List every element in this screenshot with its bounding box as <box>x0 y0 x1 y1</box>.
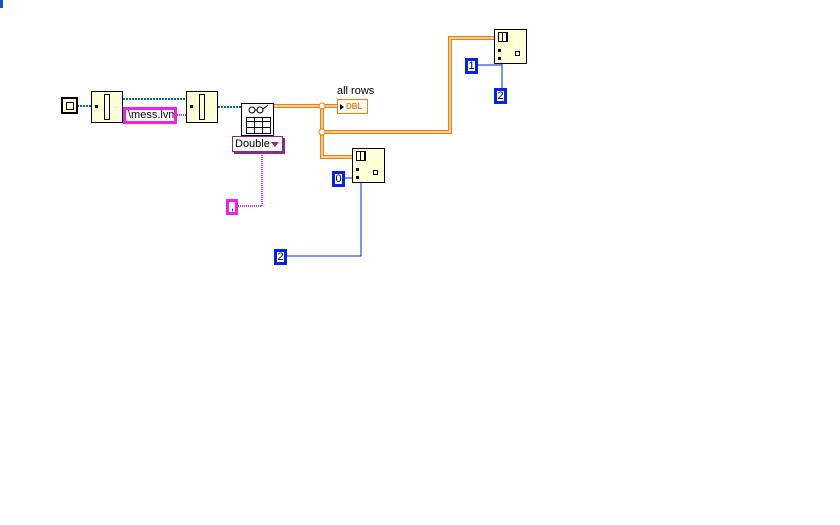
index-terminal-icon <box>498 49 501 52</box>
output-terminal-icon <box>515 51 520 56</box>
file-icon <box>66 102 74 110</box>
indicator-type: DBL <box>346 102 363 111</box>
indicator-label: all rows <box>337 85 375 97</box>
array-icon <box>498 32 508 42</box>
wire-junction <box>318 128 326 136</box>
output-terminal-icon <box>373 170 378 175</box>
column-index-constant-top[interactable]: 2 <box>494 88 507 104</box>
column-index-constant[interactable]: 2 <box>274 249 287 265</box>
path-constant[interactable] <box>61 97 78 114</box>
read-spreadsheet-node[interactable] <box>241 103 274 136</box>
dropdown-arrow-icon <box>271 142 279 147</box>
window-corner-marker <box>0 0 3 8</box>
array-wire <box>274 36 494 159</box>
build-path-node[interactable] <box>91 91 123 123</box>
index-array-node-bottom[interactable] <box>352 148 385 183</box>
row-index-constant-top[interactable]: 1 <box>465 58 478 74</box>
build-path-icon <box>95 105 98 108</box>
index-terminal-icon <box>498 57 501 60</box>
build-path-icon <box>190 105 193 108</box>
row-index-constant[interactable]: 0 <box>332 171 345 187</box>
type-selector[interactable]: Double <box>232 136 283 152</box>
index-terminal-icon <box>356 176 359 179</box>
table-icon <box>246 117 271 134</box>
type-selector-value: Double <box>235 138 270 150</box>
index-array-node-top[interactable] <box>494 29 527 64</box>
index-terminal-icon <box>356 168 359 171</box>
build-path-node-2[interactable] <box>186 91 218 123</box>
numeric-wire <box>286 63 503 257</box>
string-wire <box>237 153 263 207</box>
array-icon <box>356 151 366 161</box>
file-name-constant[interactable]: \mess.lvm <box>123 107 177 124</box>
indicator-arrow-icon <box>340 104 344 110</box>
all-rows-indicator[interactable]: DBL <box>337 99 368 114</box>
delimiter-constant[interactable]: , <box>226 199 238 215</box>
wire-junction <box>318 102 326 110</box>
